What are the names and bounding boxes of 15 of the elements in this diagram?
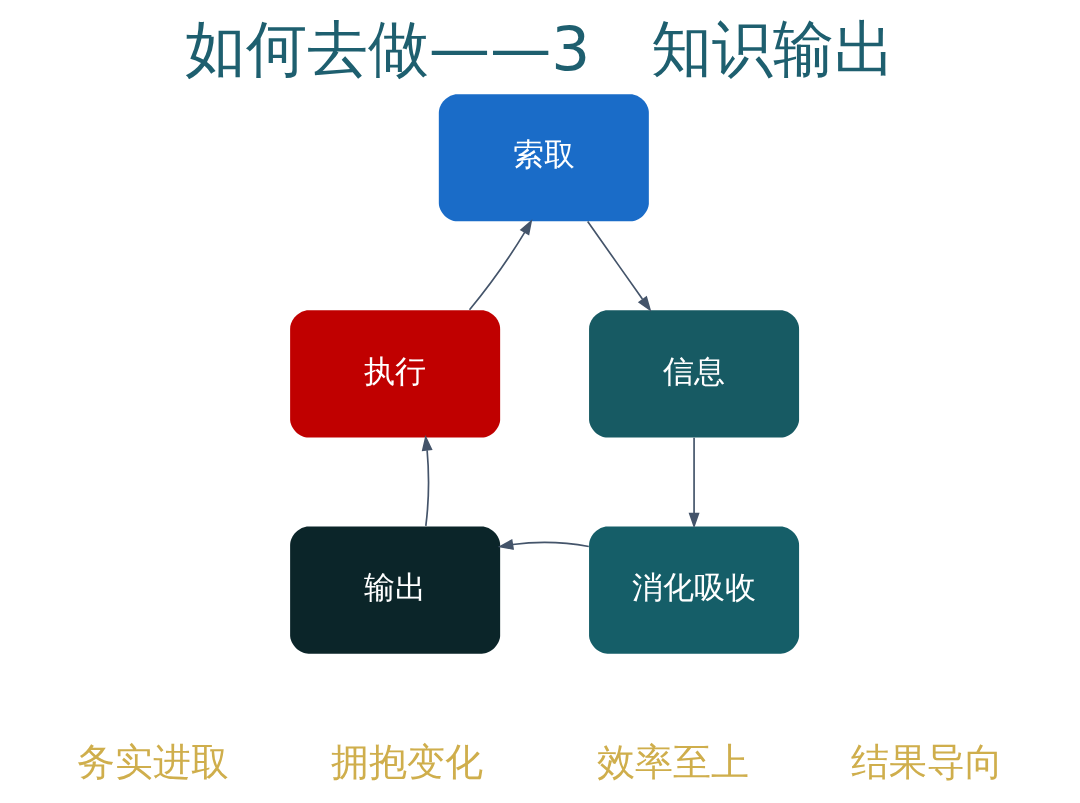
node-box: 索取 xyxy=(438,94,649,222)
diagram-title: 如何去做——3 知识输出 xyxy=(184,12,896,84)
node-box: 消化吸收 xyxy=(589,526,800,654)
arrow xyxy=(421,435,433,527)
label: 拥抱变化 xyxy=(331,738,484,784)
arrow xyxy=(586,220,652,312)
arrow xyxy=(468,219,533,311)
node-box: 执行 xyxy=(290,310,501,438)
label: 效率至上 xyxy=(596,738,749,784)
node-box: 信息 xyxy=(589,310,800,438)
arrow xyxy=(497,539,590,550)
label: 结果导向 xyxy=(851,738,1004,784)
label: 务实进取 xyxy=(76,738,229,784)
arrow xyxy=(688,436,700,529)
node-box: 输出 xyxy=(290,526,501,654)
